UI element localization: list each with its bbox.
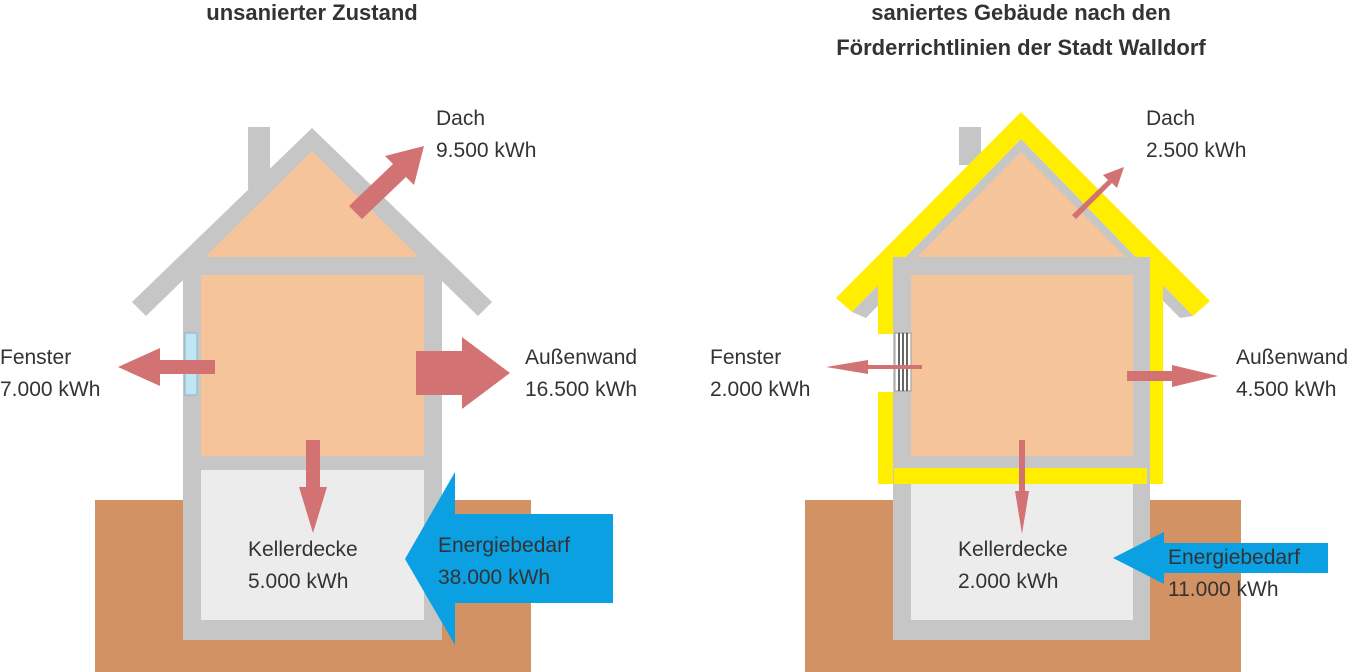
attic-floor-left: [185, 257, 440, 275]
left-roof-value: 9.500 kWh: [436, 139, 536, 162]
title-right-line1: saniertes Gebäude nach den: [871, 0, 1171, 25]
right-demand-label: Energiebedarf: [1168, 546, 1300, 569]
basement-floor-left: [183, 620, 442, 640]
roof-loss-arrow-left: [349, 146, 424, 219]
wall-loss-arrow-left: [416, 337, 510, 409]
right-wall-label: Außenwand: [1236, 346, 1348, 369]
left-wall-value: 16.500 kWh: [525, 378, 637, 401]
right-window-label: Fenster: [710, 346, 781, 369]
chimney-left: [248, 127, 270, 189]
right-cellar-label: Kellerdecke: [958, 538, 1068, 561]
cellar-loss-arrow-left: [299, 440, 327, 533]
house-unrenovated: [95, 127, 613, 672]
roof-loss-arrow-right: [1072, 167, 1124, 219]
right-window-value: 2.000 kWh: [710, 378, 810, 401]
house-renovated: [805, 112, 1328, 672]
wall-insulation-left-upper: [878, 258, 894, 334]
left-demand-label: Energiebedarf: [438, 534, 570, 557]
basement-floor-right: [893, 620, 1150, 640]
attic-right: [917, 152, 1126, 257]
left-window-label: Fenster: [0, 346, 71, 369]
window-right: [894, 332, 912, 392]
living-space-left: [201, 275, 424, 456]
left-demand-value: 38.000 kWh: [438, 566, 550, 589]
window-loss-arrow-right: [826, 360, 922, 374]
title-right-line2: Förderrichtlinien der Stadt Walldorf: [836, 35, 1206, 60]
attic-floor-right: [894, 257, 1148, 275]
attic-left: [205, 151, 419, 257]
wall-right-outer-right: [1133, 257, 1150, 640]
living-space-right: [911, 275, 1133, 456]
left-roof-label: Dach: [436, 107, 485, 130]
window-loss-arrow-left: [118, 348, 215, 386]
right-wall-value: 4.500 kWh: [1236, 378, 1336, 401]
right-roof-value: 2.500 kWh: [1146, 139, 1246, 162]
right-cellar-value: 2.000 kWh: [958, 570, 1058, 593]
cellar-loss-arrow-right: [1015, 440, 1029, 534]
title-left: unsanierter Zustand: [206, 0, 417, 25]
wall-left-outer-right: [893, 257, 911, 640]
energy-demand-arrow-left: [405, 472, 613, 645]
right-roof-label: Dach: [1146, 107, 1195, 130]
wall-loss-arrow-right: [1127, 365, 1218, 387]
wall-insulation-left-lower: [878, 392, 894, 484]
left-window-value: 7.000 kWh: [0, 378, 100, 401]
right-demand-value: 11.000 kWh: [1168, 578, 1279, 601]
energy-demand-arrow-right: [1113, 532, 1328, 584]
left-cellar-label: Kellerdecke: [248, 538, 358, 561]
wall-left-outer: [183, 257, 201, 640]
left-wall-label: Außenwand: [525, 346, 637, 369]
left-cellar-value: 5.000 kWh: [248, 570, 348, 593]
chimney-right: [959, 127, 981, 165]
